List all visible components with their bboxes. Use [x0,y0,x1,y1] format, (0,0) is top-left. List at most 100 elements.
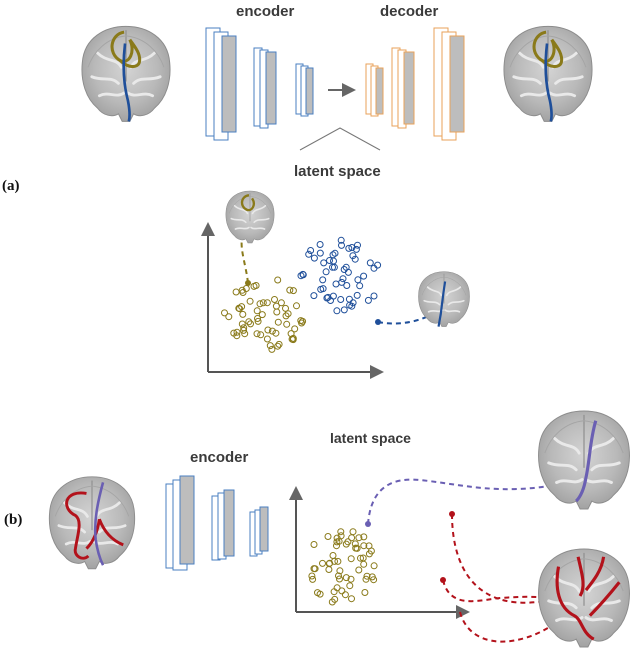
decoder-top-label: decoder [380,3,439,20]
encoder-layer [223,489,235,557]
latent-point [240,324,248,332]
latent-point [325,566,333,573]
decoder-layer [403,51,415,125]
latent-point [274,318,282,326]
latent-point [338,278,346,286]
latent-point [239,310,247,318]
latent-point [329,251,337,259]
latent-point [233,328,241,336]
latent-point [329,263,336,271]
brain-top-left [80,24,172,123]
latent-point [348,244,356,251]
latent-point [364,296,372,304]
latent-point [374,261,382,269]
latent-point [257,331,265,339]
latent-point [282,312,290,320]
latent-point [310,541,318,548]
latent-point [333,307,341,315]
latent-point [263,299,271,307]
latent-point [253,307,261,315]
latent-point [352,245,360,253]
latent-point [271,296,278,303]
latent-point [327,297,334,304]
latent-point [345,244,353,252]
panel-b-label: (b) [4,512,22,528]
latent-point [268,327,276,335]
brain-small-olive [225,190,275,244]
brain-small-blue [417,270,471,328]
brain-b-purple [537,409,631,511]
latent-point [274,276,282,284]
latent-point [365,542,373,550]
latent-point [326,559,334,567]
latent-point [238,320,246,328]
latent-point [247,320,254,328]
latent-point [338,241,345,249]
encoder-layer [265,51,277,125]
latent-point [342,540,350,548]
latent-point [310,254,318,262]
latent-point [320,259,328,267]
latent-point [334,557,342,565]
latent-point [340,306,348,314]
latent-point [347,555,355,563]
latent-point [316,241,324,248]
panel-a-label: (a) [2,178,20,194]
latent-plot-a [201,222,437,379]
red-dashed-link-2 [442,579,561,603]
latent-point [319,285,327,293]
latent-point [298,319,306,327]
latent-point [293,302,300,310]
latent-point [360,560,368,568]
latent-point [351,255,359,263]
latent-point [348,595,355,603]
latent-point [355,534,363,542]
brain-b-left [47,475,137,571]
latent-point [253,330,261,338]
latent-point [272,329,280,337]
encoder-top [205,27,314,141]
brain-top-right [502,24,594,123]
encoder-layer [305,67,314,115]
latent-point [310,292,318,300]
encoder-layer [259,506,269,552]
encoder-top-label: encoder [236,3,295,20]
latent-point [250,282,258,290]
latent-point [274,342,282,350]
latent-bracket [299,127,381,151]
latent-point [277,299,285,307]
latent-point [370,562,378,570]
latent-point [340,266,348,273]
latent-point [349,528,357,536]
decoder-layer [449,35,465,133]
latent-point [283,320,291,328]
latent-point [254,315,261,322]
latent-point [345,295,353,303]
olive-dashed-link [240,237,249,284]
red-dashed-link-1 [451,513,561,604]
latent-point [289,287,297,295]
decoder-layer [375,67,384,115]
latent-point [360,533,368,541]
latent-point [273,308,281,316]
latent-point [365,550,373,558]
latent-point [221,309,228,317]
latent-point [264,326,272,334]
latent-point [230,329,238,337]
latent-point [326,257,333,264]
latent-point [240,326,248,334]
latent-point [362,575,370,583]
red-dashed-link-3 [459,611,561,643]
latent-point [286,286,294,294]
latent-point [370,264,378,272]
encoder-layer [179,475,195,565]
latent-point [254,317,262,325]
latent-point [316,249,324,257]
latent-point [347,575,355,583]
latent-point [266,342,274,350]
latent-plot-b [289,478,561,643]
latent-point [330,263,338,271]
latent-point [331,249,339,257]
latent-point [349,299,357,307]
